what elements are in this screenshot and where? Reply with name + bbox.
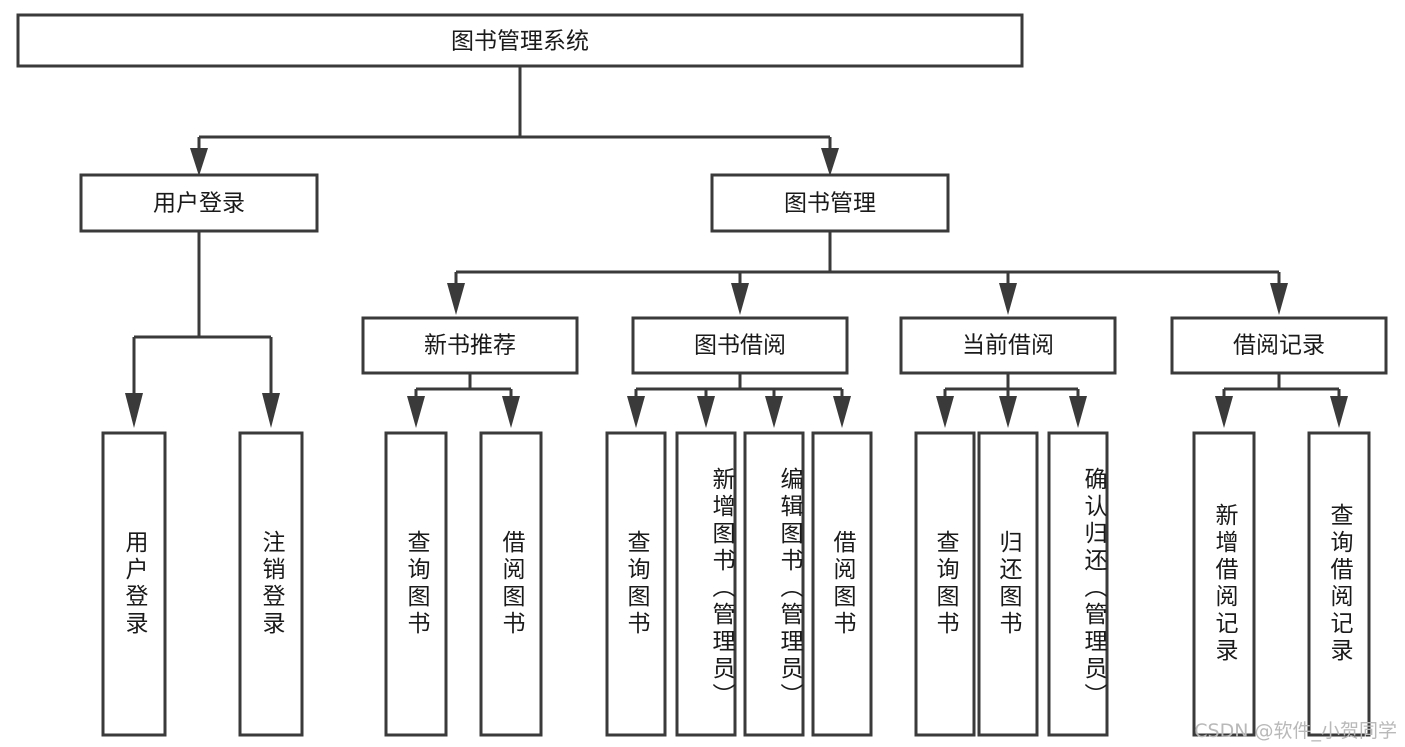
arrow-to-new-book-recommend (447, 283, 465, 315)
arrow-to-leaf-return-book (999, 396, 1017, 428)
node-new-book-recommend[interactable] (361, 316, 579, 375)
arrow-to-book-manage (821, 148, 839, 176)
node-leaf-user-logout[interactable] (238, 431, 304, 737)
arrow-to-leaf-borrow-book-2 (833, 396, 851, 428)
arrow-to-leaf-borrow-book-1 (502, 396, 520, 428)
arrow-to-user-login (190, 148, 208, 176)
node-book-borrow-label: 图书借阅 (694, 333, 786, 359)
connector-book-borrow-bus (634, 373, 844, 398)
connector-new-book-recommend-bus (414, 373, 513, 398)
node-leaf-borrow-book-2[interactable] (811, 431, 873, 737)
node-root[interactable] (16, 13, 1024, 68)
node-book-manage[interactable] (710, 173, 950, 233)
node-layer: 图书管理系统 用户登录 图书管理 新书推荐 图书借阅 当前借阅 借阅记录 (16, 13, 1388, 737)
arrow-to-leaf-add-book (697, 396, 715, 428)
node-borrow-record[interactable] (1170, 316, 1388, 375)
node-leaf-edit-book[interactable] (743, 431, 805, 737)
node-leaf-query-record[interactable] (1307, 431, 1371, 737)
arrow-to-leaf-user-logout (262, 393, 280, 428)
node-user-login-label: 用户登录 (153, 191, 245, 217)
connector-layer (125, 66, 1348, 428)
node-leaf-return-book[interactable] (977, 431, 1039, 737)
node-new-book-recommend-label: 新书推荐 (424, 333, 516, 359)
arrow-to-current-borrow (999, 283, 1017, 315)
node-root-label: 图书管理系统 (451, 29, 589, 55)
node-leaf-query-book-1[interactable] (384, 431, 448, 737)
connector-borrow-record-bus (1222, 373, 1341, 398)
node-book-manage-label: 图书管理 (784, 191, 876, 217)
arrow-to-leaf-query-book-1 (407, 396, 425, 428)
node-current-borrow-label: 当前借阅 (962, 333, 1054, 359)
arrow-to-leaf-user-login (125, 393, 143, 428)
node-leaf-borrow-book-1[interactable] (479, 431, 543, 737)
arrow-to-leaf-query-book-3 (936, 396, 954, 428)
connector-root-bus (197, 66, 832, 150)
node-leaf-query-book-3[interactable] (914, 431, 976, 737)
node-leaf-query-book-2[interactable] (605, 431, 667, 737)
node-leaf-add-record[interactable] (1192, 431, 1256, 737)
connector-user-login-bus (132, 231, 273, 395)
connector-current-borrow-bus (943, 373, 1080, 398)
node-borrow-record-label: 借阅记录 (1233, 333, 1325, 359)
arrow-to-borrow-record (1270, 283, 1288, 315)
arrow-to-leaf-confirm-return (1069, 396, 1087, 428)
node-book-borrow[interactable] (631, 316, 849, 375)
arrow-to-leaf-add-record (1215, 396, 1233, 428)
node-leaf-confirm-return[interactable] (1047, 431, 1109, 737)
node-leaf-add-book[interactable] (675, 431, 737, 737)
arrow-to-leaf-query-book-2 (627, 396, 645, 428)
arrow-to-book-borrow (731, 283, 749, 315)
node-leaf-user-login[interactable] (101, 431, 167, 737)
connector-book-manage-bus (454, 231, 1281, 285)
node-current-borrow[interactable] (899, 316, 1117, 375)
arrow-to-leaf-query-record (1330, 396, 1348, 428)
node-user-login[interactable] (79, 173, 319, 233)
arrow-to-leaf-edit-book (765, 396, 783, 428)
